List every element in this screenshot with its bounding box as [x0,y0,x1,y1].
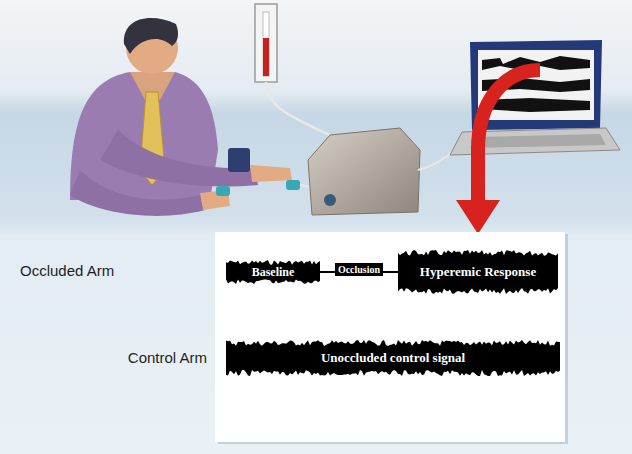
red-arrow [456,70,540,234]
band-label: Hyperemic Response [420,264,536,280]
signal-panel [215,232,565,442]
band-label: Baseline [252,265,295,280]
device [308,128,470,215]
edge-label: Occlusion [335,263,383,276]
signal-band: Hyperemic Response [398,250,558,294]
row-label: Occluded Arm [20,262,114,279]
man [70,18,345,216]
row-label: Control Arm [128,349,207,366]
signal-band: Unoccluded control signal [226,340,560,376]
gauge [255,4,340,140]
signal-band: Baseline [226,260,320,284]
band-label: Unoccluded control signal [321,350,465,366]
